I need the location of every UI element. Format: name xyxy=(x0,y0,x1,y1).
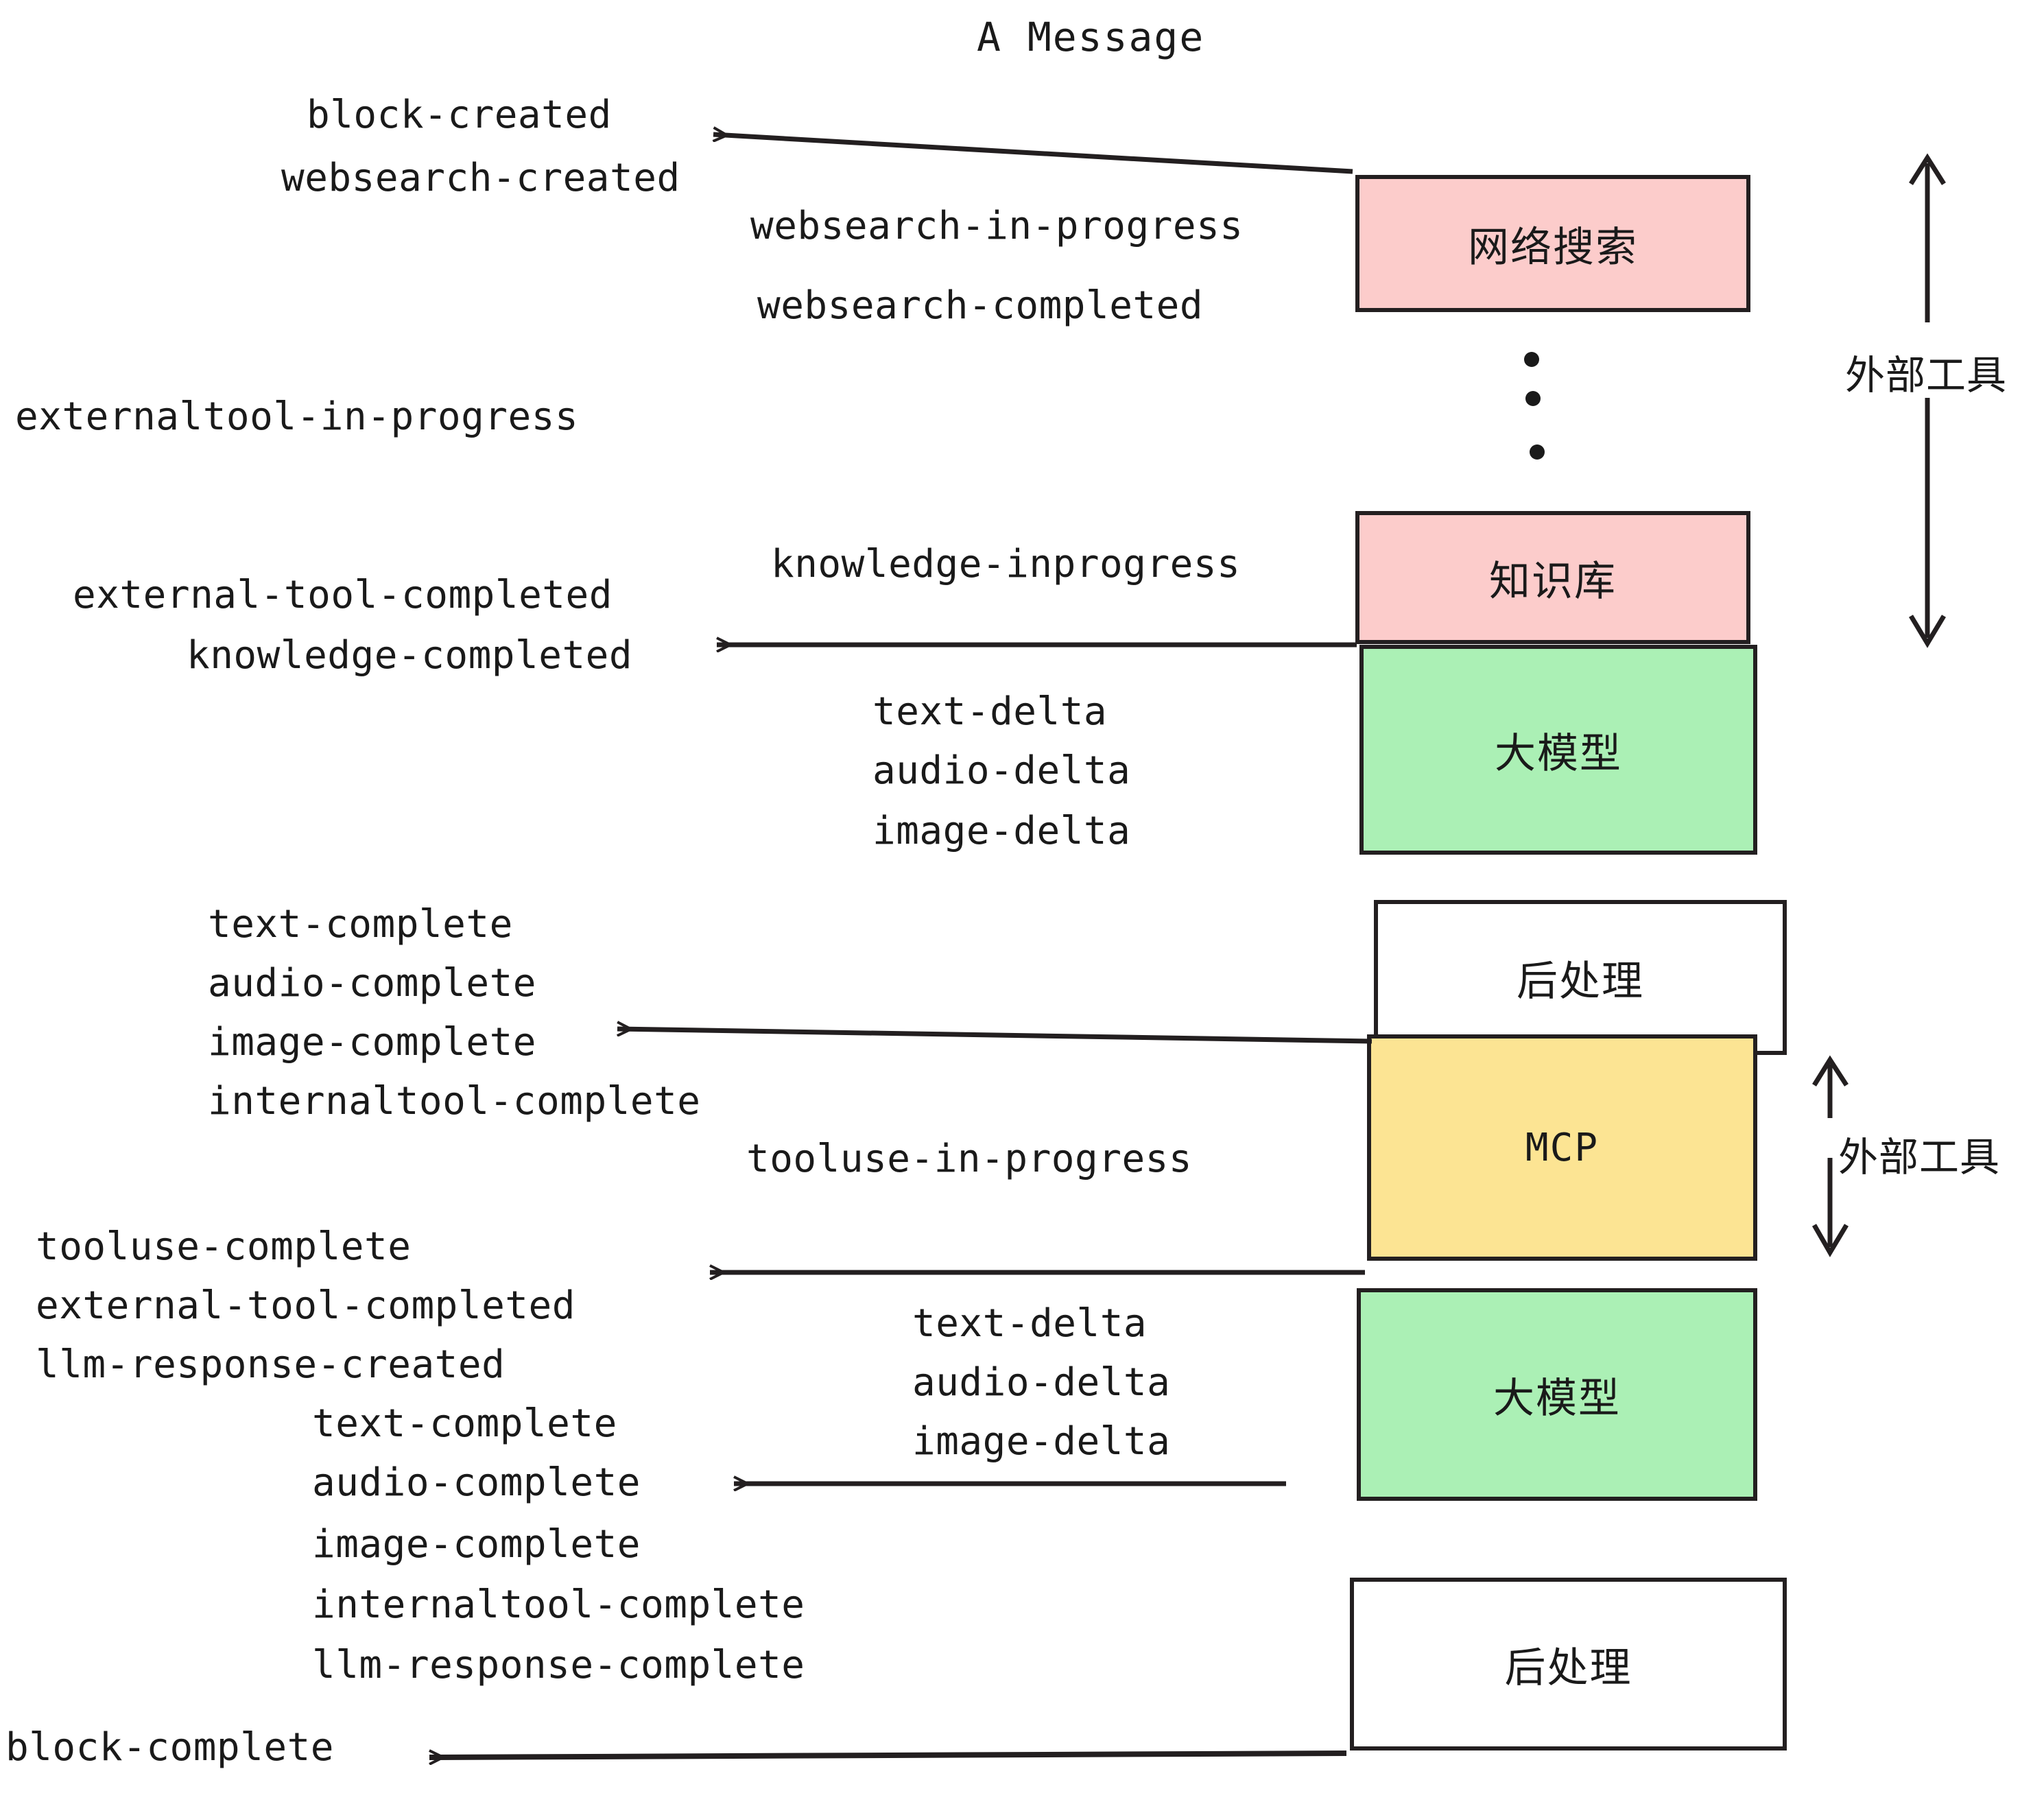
event-label-knowledge-completed: knowledge-completed xyxy=(187,633,633,678)
arrow-postprocess-to-image-complete xyxy=(617,1029,1372,1044)
component-box-postprocess-top-label: 后处理 xyxy=(1517,957,1644,1006)
page-title: A Message xyxy=(977,14,1205,60)
component-box-llm-top-label: 大模型 xyxy=(1495,729,1622,778)
component-box-llm-bottom[interactable]: 大模型 xyxy=(1357,1288,1757,1501)
event-label-block-created: block-created xyxy=(307,93,612,137)
ellipsis-dot-2 xyxy=(1525,391,1541,406)
arrow-postprocess-bottom-to-block-complete xyxy=(429,1753,1347,1757)
event-label-llm-response-complete: llm-response-complete xyxy=(312,1643,805,1687)
event-label-text-delta-2: text-delta xyxy=(912,1301,1148,1346)
side-label-external-tools-bottom: 外部工具 xyxy=(1838,1134,2001,1180)
component-box-mcp[interactable]: MCP xyxy=(1367,1034,1757,1261)
event-label-external-tool-completed-1: external-tool-completed xyxy=(73,573,613,617)
component-box-knowledge[interactable]: 知识库 xyxy=(1355,511,1750,644)
event-label-audio-complete-2: audio-complete xyxy=(312,1460,641,1505)
event-label-audio-complete-1: audio-complete xyxy=(208,961,537,1006)
event-label-websearch-in-progress: websearch-in-progress xyxy=(750,204,1244,248)
component-box-websearch[interactable]: 网络搜索 xyxy=(1355,175,1750,312)
external-tools-bracket-top xyxy=(1908,153,1947,648)
event-label-image-complete-1: image-complete xyxy=(208,1020,537,1065)
component-box-websearch-label: 网络搜索 xyxy=(1468,223,1638,272)
event-label-llm-response-created: llm-response-created xyxy=(36,1342,506,1387)
event-label-image-delta-1: image-delta xyxy=(872,809,1131,853)
event-label-externaltool-in-progress: externaltool-in-progress xyxy=(15,394,579,439)
component-box-postprocess-bottom[interactable]: 后处理 xyxy=(1350,1578,1787,1750)
component-box-mcp-label: MCP xyxy=(1525,1125,1600,1170)
component-box-postprocess-bottom-label: 后处理 xyxy=(1504,1643,1632,1692)
event-label-audio-delta-2: audio-delta xyxy=(912,1360,1171,1405)
event-label-knowledge-inprogress: knowledge-inprogress xyxy=(771,542,1241,586)
arrow-websearch-to-block-created xyxy=(713,134,1353,174)
event-label-websearch-created: websearch-created xyxy=(281,156,680,200)
component-box-knowledge-label: 知识库 xyxy=(1489,557,1617,606)
component-box-llm-top[interactable]: 大模型 xyxy=(1359,645,1757,855)
event-label-block-complete: block-complete xyxy=(5,1725,335,1770)
side-label-external-tools-top: 外部工具 xyxy=(1845,352,2008,399)
event-label-image-complete-2: image-complete xyxy=(312,1522,641,1567)
event-label-text-complete-2: text-complete xyxy=(312,1401,617,1446)
event-label-tooluse-complete: tooluse-complete xyxy=(36,1224,412,1269)
component-box-llm-bottom-label: 大模型 xyxy=(1493,1374,1621,1423)
ellipsis-dot-1 xyxy=(1524,352,1539,367)
event-label-external-tool-completed-2: external-tool-completed xyxy=(36,1283,575,1328)
event-label-internaltool-complete-1: internaltool-complete xyxy=(208,1079,701,1124)
event-label-image-delta-2: image-delta xyxy=(912,1419,1171,1464)
ellipsis-dot-3 xyxy=(1530,444,1545,460)
event-label-tooluse-in-progress: tooluse-in-progress xyxy=(746,1137,1193,1181)
event-label-websearch-completed: websearch-completed xyxy=(757,283,1204,328)
event-label-internaltool-complete-2: internaltool-complete xyxy=(312,1582,805,1627)
event-label-audio-delta-1: audio-delta xyxy=(872,748,1131,793)
event-label-text-complete-1: text-complete xyxy=(208,902,513,947)
component-box-postprocess-top[interactable]: 后处理 xyxy=(1374,900,1787,1055)
event-label-text-delta-1: text-delta xyxy=(872,689,1108,734)
